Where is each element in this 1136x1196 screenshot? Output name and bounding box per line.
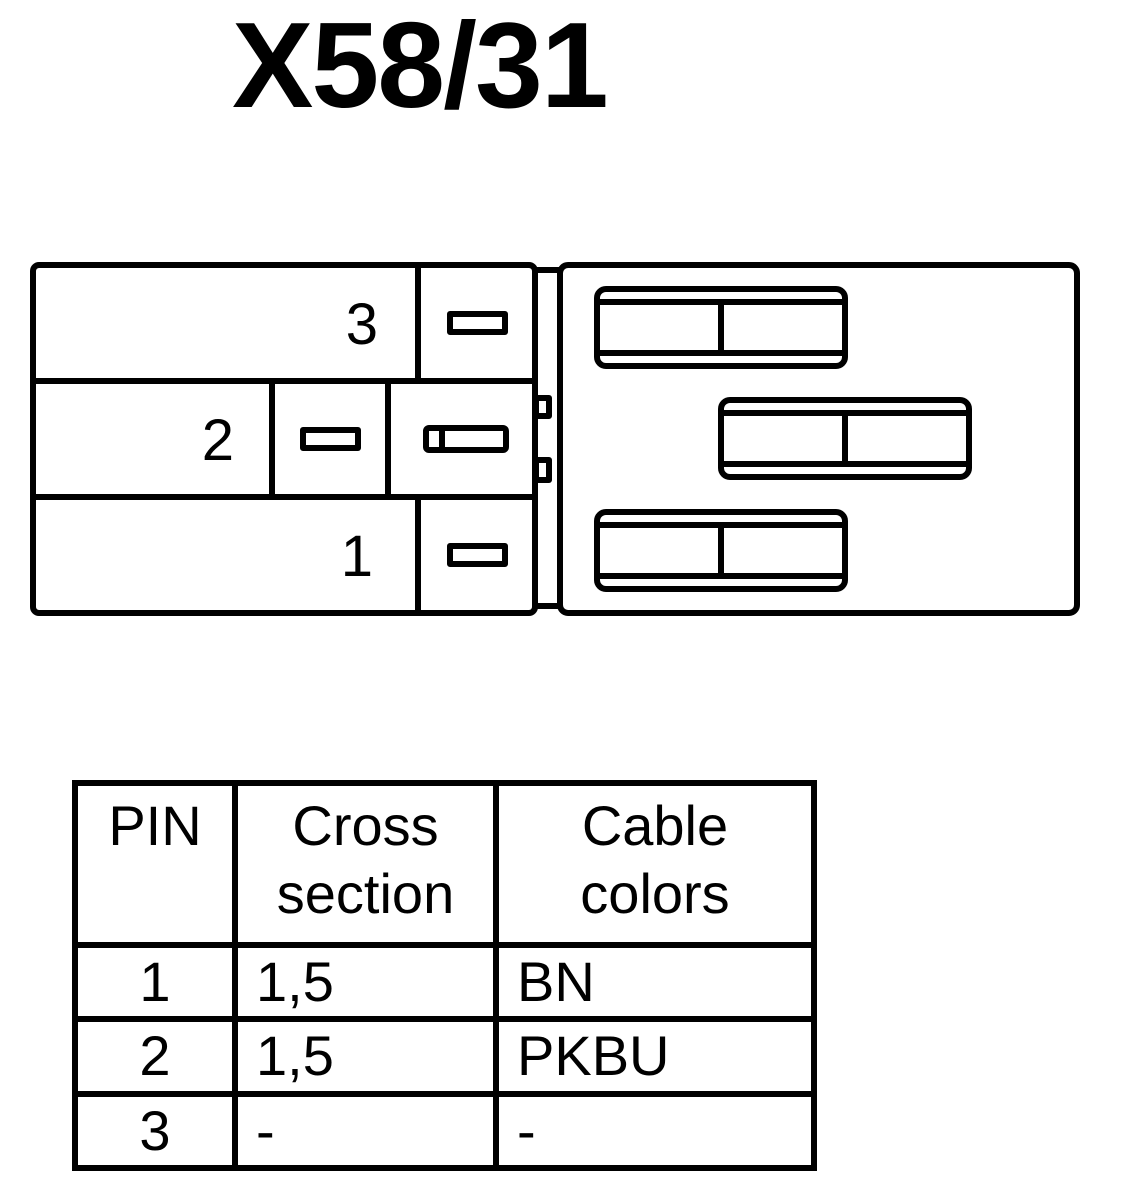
header-cross-section-line-2: section (276, 862, 455, 926)
cell-cable-color: - (493, 1090, 817, 1171)
connector-right-housing (557, 262, 1080, 616)
pin-slot-3 (447, 311, 508, 335)
cell-pin: 3 (72, 1090, 238, 1171)
pin-assignment-table: PIN Cross section Cable colors 1 1,5 BN … (72, 780, 817, 1171)
cell-cable-color: BN (493, 941, 817, 1023)
cell-cross-section: 1,5 (232, 1016, 499, 1097)
table-row: 3 - - (72, 1090, 817, 1171)
pin-label-1: 1 (341, 524, 373, 589)
table-row: 2 1,5 PKBU (72, 1016, 817, 1097)
cell-pin: 2 (72, 1016, 238, 1097)
pin-label-3: 3 (346, 292, 378, 357)
header-cable-colors-line-2: colors (580, 862, 730, 926)
contact-1 (594, 509, 848, 592)
pin-slot-2-a (300, 427, 361, 451)
cell-cross-section: - (232, 1090, 499, 1171)
cell-cable-color: PKBU (493, 1016, 817, 1097)
cell-cross-section: 1,5 (232, 941, 499, 1023)
contact-3 (594, 286, 848, 369)
connector-left-housing (30, 262, 538, 616)
contact-2 (718, 397, 972, 480)
header-pin-label: PIN (108, 794, 202, 857)
table-header-row: PIN Cross section Cable colors (72, 780, 817, 948)
header-cable-colors: Cable colors (493, 780, 817, 948)
connector-diagram: 3 2 1 (30, 262, 1080, 616)
cell-pin: 1 (72, 941, 238, 1023)
connector-title: X58/31 (232, 0, 609, 133)
header-cross-section-line-1: Cross (292, 794, 439, 857)
pin-slot-1 (447, 543, 508, 567)
table-row: 1 1,5 BN (72, 941, 817, 1023)
header-cable-colors-line-1: Cable (581, 794, 729, 857)
header-cross-section: Cross section (232, 780, 499, 948)
header-pin: PIN (72, 780, 238, 948)
latch-bottom (533, 457, 552, 483)
pin-label-2: 2 (202, 408, 234, 473)
pin-slot-2-b (423, 425, 509, 453)
latch-top (533, 395, 552, 419)
